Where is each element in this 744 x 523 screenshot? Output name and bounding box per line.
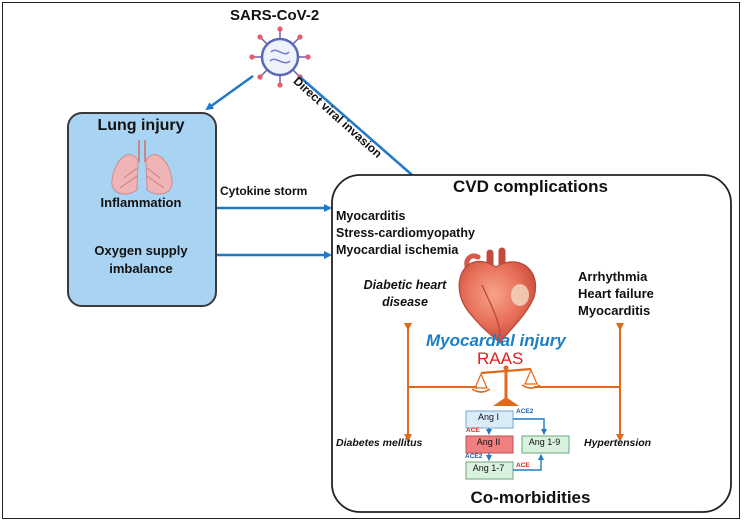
ang2-label: Ang II [476, 437, 501, 447]
ang1-label: Ang I [477, 412, 499, 422]
cvd-title: CVD complications [453, 177, 608, 196]
right-list-3: Myocarditis [578, 303, 651, 318]
ace2-label-1: ACE2 [516, 408, 534, 415]
ang-arrows [486, 418, 547, 471]
arrow-virus-to-lung [205, 74, 254, 111]
lung-inflammation: Inflammation [100, 195, 182, 210]
diabetic-heart-line2: disease [382, 295, 428, 309]
right-list-1: Arrhythmia [578, 269, 648, 284]
cvd-box [331, 174, 732, 513]
lung-injury-box [67, 112, 217, 307]
ang19-label: Ang 1-9 [528, 437, 561, 447]
hypertension-label: Hypertension [584, 437, 652, 449]
pathway-diagram [67, 26, 732, 513]
arrow-direct-invasion [299, 76, 421, 183]
ace-label-2: ACE [516, 462, 530, 469]
cvd-list-3: Myocardial ischemia [336, 243, 459, 257]
diabetes-mellitus-label: Diabetes mellitus [336, 437, 423, 449]
ang19-box [521, 435, 570, 454]
comorbidities-title: Co-morbidities [470, 488, 591, 507]
ace2-label-2: ACE2 [465, 453, 483, 460]
virus-icon [249, 26, 311, 88]
virus-label: SARS-CoV-2 [230, 7, 320, 24]
cytokine-storm-label: Cytokine storm [220, 184, 308, 198]
right-list-2: Heart failure [578, 286, 654, 301]
myocardial-injury-label: Myocardial injury [426, 331, 566, 350]
lung-oxygen-line2: imbalance [109, 261, 173, 276]
cvd-list-1: Myocarditis [336, 209, 406, 223]
ang17-label: Ang 1-7 [472, 463, 505, 473]
orange-connectors [404, 323, 624, 442]
balance-scale-icon [471, 365, 541, 406]
lungs-icon [111, 140, 173, 195]
cvd-list-2: Stress-cardiomyopathy [336, 226, 475, 240]
ace-label-1: ACE [466, 427, 480, 434]
diabetic-heart-line1: Diabetic heart [363, 278, 447, 292]
heart-icon [458, 247, 537, 344]
raas-label: RAAS [477, 349, 524, 368]
lung-injury-title: Lung injury [97, 117, 185, 134]
lung-oxygen-line1: Oxygen supply [94, 243, 188, 258]
